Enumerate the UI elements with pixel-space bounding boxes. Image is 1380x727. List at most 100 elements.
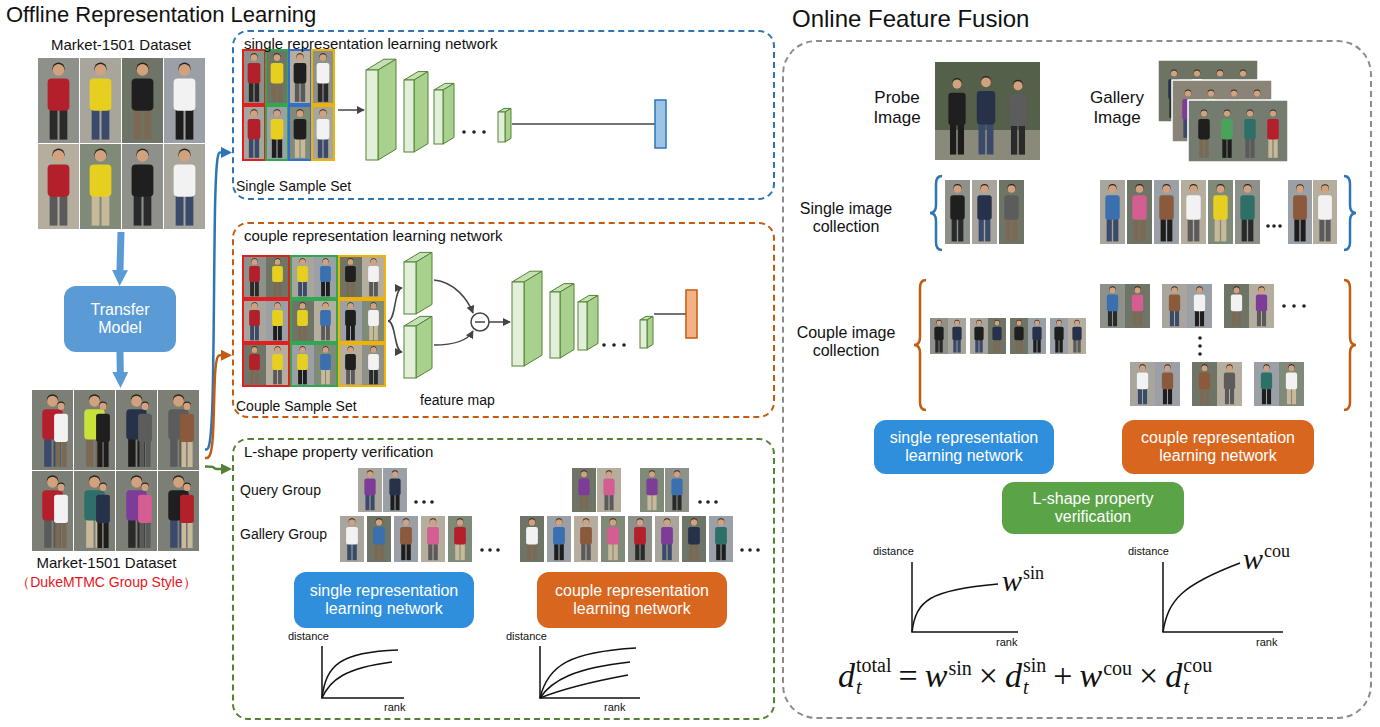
node-heading: L-shape property verification [244, 443, 433, 460]
person-crop [314, 256, 337, 298]
dashed-region: L-shape property verificationQuery Group… [232, 438, 775, 720]
sample-frame [266, 106, 288, 160]
person-crop [1050, 318, 1068, 354]
distance-curve [912, 584, 998, 632]
node-heading: couple representation learning network [1134, 429, 1302, 466]
math-symbol: cou [1264, 542, 1290, 562]
plot-axes [1163, 562, 1283, 632]
distance-curve [322, 662, 392, 698]
person-crop [1009, 80, 1026, 155]
person-crop [930, 318, 948, 354]
network-box: single representation learning network [874, 420, 1054, 474]
plot-axes [322, 646, 404, 698]
sample-frame [289, 50, 311, 104]
distance-curve [540, 675, 628, 698]
person-crop [243, 106, 265, 160]
flow-line [512, 123, 655, 125]
flow-line [654, 313, 686, 315]
axis-label: rank [996, 636, 1017, 649]
probe-photo [935, 62, 1040, 160]
node-label: Single Sample Set [236, 178, 351, 194]
conv-layer [550, 284, 574, 358]
math-symbol: d [1005, 657, 1022, 694]
person-crop [339, 300, 362, 342]
node-label: Gallery Group [240, 526, 327, 542]
node-heading: single representation learning network [304, 582, 464, 619]
dashed-region: couple representation learning networkfe… [232, 222, 775, 418]
node-heading: Transfer Model [75, 301, 165, 338]
ellipsis-dots [740, 548, 760, 552]
script-stack: cou [1103, 657, 1132, 679]
ellipsis-dots [1266, 224, 1282, 228]
ellipsis-dots [414, 500, 434, 504]
flow-line [434, 331, 473, 345]
person-crop [38, 58, 79, 143]
dataset-images: Market-1501 Dataset [32, 36, 210, 232]
axis-label: rank [384, 701, 405, 714]
axis-label: distance [506, 630, 547, 643]
person-crop [1198, 110, 1210, 158]
person-crop [291, 256, 314, 298]
panel: Online Feature FusionProbe ImageGallery … [782, 40, 1372, 719]
sample-frame [339, 300, 385, 342]
conv-layer [404, 252, 432, 314]
person-crop [1313, 180, 1337, 244]
node-heading: couple representation learning network [548, 582, 716, 619]
network-box: single representation learning network [294, 572, 474, 628]
person-crop [1217, 362, 1242, 406]
person-crop [1208, 180, 1233, 244]
math-symbol: t [1183, 676, 1212, 698]
math-symbol: sin [1023, 654, 1046, 676]
process-box: Transfer Model [64, 286, 176, 352]
sample-frame [339, 344, 385, 386]
formula-term: × [1139, 657, 1158, 694]
person-crop [1155, 362, 1180, 406]
person-crop [520, 516, 544, 562]
person-crop [655, 516, 679, 562]
flow-line [338, 109, 364, 111]
person-crop [1100, 284, 1125, 328]
person-crop [1224, 284, 1249, 328]
network-box: couple representation learning network [537, 572, 727, 628]
sample-frame [291, 256, 337, 298]
formula-term: dcout [1165, 654, 1212, 698]
person-crop [138, 483, 152, 548]
person-crop [709, 516, 733, 562]
person-crop [1187, 284, 1212, 328]
person-crop [394, 516, 418, 562]
person-crop [340, 516, 364, 562]
person-crop [80, 144, 121, 229]
node-heading: Online Feature Fusion [792, 5, 1029, 33]
dataset-images: Market-1501 Dataset（DukeMTMC Group Style… [8, 388, 205, 600]
sample-frame [291, 344, 337, 386]
formula: wsin [1002, 564, 1051, 597]
math-symbol: w [1002, 564, 1022, 597]
person-crop [158, 471, 199, 551]
axis-label: distance [1128, 545, 1169, 558]
person-crop [1010, 318, 1028, 354]
conv-layer [578, 295, 598, 350]
person-crop [1279, 362, 1304, 406]
person-crop [367, 516, 391, 562]
node-label: Gallery Image [1082, 88, 1152, 127]
sample-frame [243, 256, 289, 298]
conv-layer [404, 316, 432, 378]
script-stack: cou [1264, 542, 1290, 562]
person-crop [448, 516, 472, 562]
script-stack: sin [948, 657, 971, 679]
person-crop [972, 180, 997, 244]
script-stack: cout [1183, 654, 1212, 698]
math-symbol: w [1243, 542, 1263, 575]
math-symbol: w [925, 657, 948, 694]
sample-frame [243, 106, 265, 160]
person-crop [314, 344, 337, 386]
person-crop [312, 106, 334, 160]
math-symbol: d [1165, 657, 1182, 694]
person-crop [601, 516, 625, 562]
person-crop [948, 318, 966, 354]
person-crop [1068, 318, 1086, 354]
person-crop [243, 344, 266, 386]
person-crop [291, 344, 314, 386]
formula-term: wsin [925, 657, 972, 694]
node-heading: L-shape property verification [1018, 490, 1168, 527]
